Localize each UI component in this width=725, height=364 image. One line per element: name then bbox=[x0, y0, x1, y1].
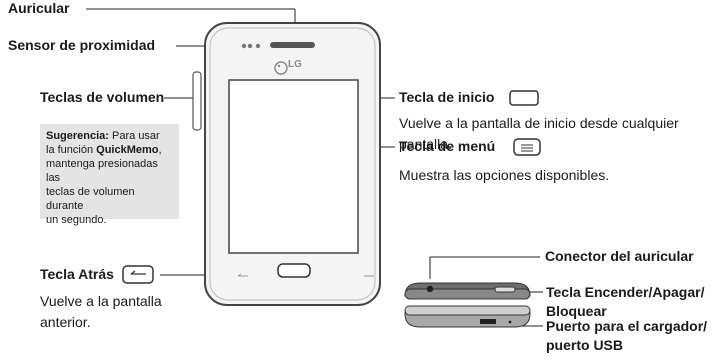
label-sensor: Sensor de proximidad bbox=[8, 37, 156, 53]
atras-desc-2: anterior. bbox=[40, 314, 91, 330]
sensor-dot bbox=[247, 43, 253, 49]
inicio-desc-2: pantalla. bbox=[399, 136, 452, 152]
back-key-icon bbox=[237, 273, 248, 277]
tip-title: Sugerencia: bbox=[46, 130, 109, 142]
label-encender-2: Bloquear bbox=[546, 303, 607, 319]
label-atras: Tecla Atrás bbox=[40, 266, 114, 282]
tip-box: Sugerencia: Para usar la función QuickMe… bbox=[40, 124, 179, 226]
lg-logo-text: LG bbox=[288, 59, 302, 70]
tip-quickmemo: QuickMemo bbox=[96, 144, 159, 156]
menu-desc: Muestra las opciones disponibles. bbox=[399, 167, 610, 183]
usb-port bbox=[480, 319, 496, 324]
label-cargador-1: Puerto para el cargador/ bbox=[546, 318, 708, 334]
mic-hole bbox=[508, 320, 512, 324]
tip-line4: teclas de volumen durante bbox=[46, 186, 135, 212]
tip-line1: Para usar bbox=[108, 130, 160, 142]
earpiece bbox=[270, 42, 315, 48]
label-auricular: Auricular bbox=[8, 0, 70, 16]
atras-desc-1: Vuelve a la pantalla bbox=[40, 293, 162, 309]
inicio-desc-1: Vuelve a la pantalla de inicio desde cua… bbox=[399, 115, 679, 131]
headset-jack bbox=[426, 285, 434, 293]
label-volumen: Teclas de volumen bbox=[40, 89, 165, 105]
label-conector: Conector del auricular bbox=[545, 248, 694, 264]
volume-key-outline bbox=[192, 71, 202, 131]
label-inicio: Tecla de inicio bbox=[399, 89, 495, 105]
label-cargador-2: puerto USB bbox=[546, 337, 623, 353]
tip-line2-post: , bbox=[158, 144, 162, 156]
phone-bezel bbox=[209, 27, 376, 301]
label-encender-1: Tecla Encender/Apagar/ bbox=[546, 284, 705, 300]
home-key bbox=[277, 263, 311, 278]
tip-line2-pre: la función bbox=[46, 144, 97, 156]
sensor-dot bbox=[241, 43, 247, 49]
home-key-icon bbox=[509, 90, 539, 106]
sensor-dot bbox=[255, 43, 261, 49]
menu-key-label-icon bbox=[513, 138, 541, 156]
power-key bbox=[494, 286, 516, 293]
phone-screen bbox=[228, 79, 359, 254]
lg-logo-icon bbox=[274, 61, 288, 75]
label-menu: Tecla de menú bbox=[399, 138, 496, 154]
tip-line3: mantenga presionadas las bbox=[46, 158, 158, 184]
tip-line5: un segundo. bbox=[46, 214, 107, 226]
